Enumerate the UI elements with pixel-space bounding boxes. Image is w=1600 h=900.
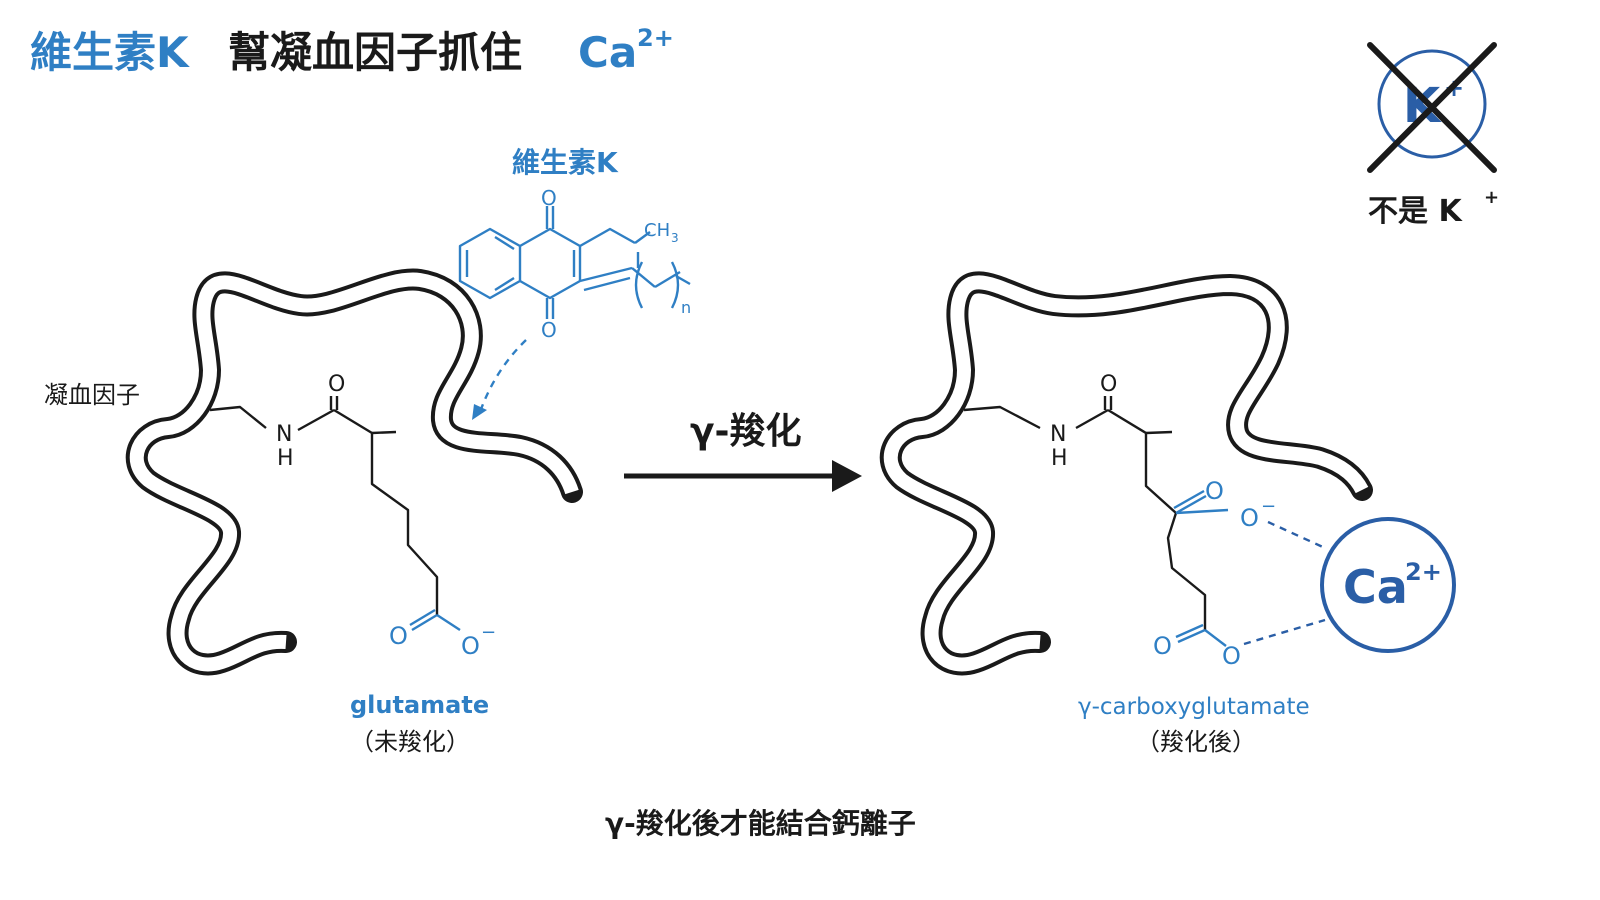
right-atom-o-carbonyl: O [1100, 372, 1117, 397]
left-protein-chain [125, 268, 583, 676]
right-carboxyl-a-o1: O [1205, 477, 1224, 505]
right-chain-fill [883, 275, 1369, 672]
not-k-badge: K + 不是 K + [1367, 42, 1499, 229]
repeat-bracket-left [634, 261, 644, 309]
vk-ch3-sub: 3 [671, 231, 679, 245]
vk-atom-o-top: O [541, 186, 557, 210]
vk-ch3: CH [644, 220, 670, 241]
calcium-circle [1320, 517, 1456, 653]
reaction-label: γ-羧化 [690, 410, 801, 452]
right-carboxyl-a-o2: O [1240, 504, 1259, 532]
vitamin-k-dashed-arrow [478, 339, 527, 413]
title-vitamin-k: 維生素K [30, 28, 190, 77]
right-atom-n: N [1050, 422, 1066, 447]
title-middle: 幫凝血因子抓住 [228, 28, 522, 77]
vk-repeat-n: n [681, 298, 691, 317]
right-carboxyl-b-o1: O [1153, 632, 1172, 660]
left-atom-o-carbonyl: O [328, 372, 345, 397]
cross-line-2 [1367, 42, 1497, 173]
glutamate-sub: （未羧化） [350, 728, 470, 756]
ca-coordination-bond-2 [1243, 618, 1326, 646]
right-carboxyl-b-o2: O [1222, 642, 1241, 670]
quinone-ring [519, 227, 581, 248]
vk-atom-o-bottom: O [541, 318, 557, 342]
left-chain-fill [129, 272, 579, 672]
vitamin-k-label: 維生素K [512, 146, 619, 179]
not-k-caption: 不是 K [1368, 194, 1463, 229]
k-ion-circle [1377, 49, 1487, 159]
calcium-ion: Ca 2+ [1320, 517, 1456, 653]
title-ca: Ca [578, 28, 637, 77]
left-carboxyl-o1: O [389, 622, 408, 650]
left-carboxyl-charge: − [481, 622, 496, 643]
not-k-caption-charge: + [1484, 187, 1499, 208]
left-atom-n: N [276, 422, 292, 447]
vitamin-k-molecule: 維生素K [458, 146, 691, 420]
right-protein-chain [879, 271, 1373, 676]
benzene-ring [458, 227, 522, 300]
protein-label: 凝血因子 [44, 381, 140, 409]
left-atom-h: H [277, 446, 294, 471]
glutamate-residue: O N H O O − [209, 372, 496, 660]
calcium-symbol: Ca [1343, 560, 1408, 614]
right-carboxyl-a-charge: − [1261, 496, 1276, 517]
repeat-bracket-right [670, 261, 680, 309]
right-atom-h: H [1051, 446, 1068, 471]
reaction-arrow: γ-羧化 [624, 410, 862, 492]
title-ca-charge: 2+ [637, 24, 674, 52]
carboxyglutamate-residue: O N H O O − O O [963, 372, 1326, 670]
arrow-head [832, 460, 862, 492]
carboxyglutamate-name: γ-carboxyglutamate [1078, 694, 1310, 720]
ca-coordination-bond-1 [1267, 520, 1326, 550]
left-carboxyl-o2: O [461, 632, 480, 660]
glutamate-name: glutamate [350, 691, 489, 719]
calcium-charge: 2+ [1405, 558, 1442, 586]
title: 維生素K 幫凝血因子抓住 Ca 2+ [30, 24, 674, 77]
vitamin-k-arrowhead [472, 404, 487, 420]
carboxyglutamate-sub: （羧化後） [1136, 728, 1256, 756]
footer-caption: γ-羧化後才能結合鈣離子 [605, 807, 916, 840]
side-chain [579, 227, 636, 248]
